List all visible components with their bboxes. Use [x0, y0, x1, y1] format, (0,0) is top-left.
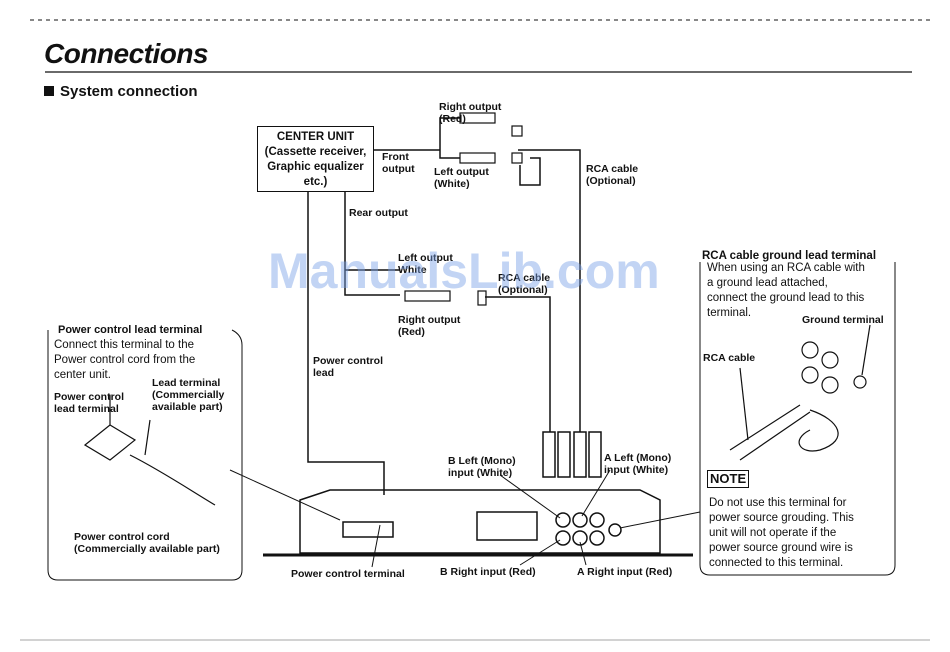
center-unit-box: CENTER UNIT (Cassette receiver, Graphic …	[257, 126, 374, 192]
center-unit-line: Graphic equalizer	[267, 161, 364, 173]
left-output-mid-label: Left output White	[398, 252, 453, 276]
a-right-input-label: A Right input (Red)	[577, 566, 673, 578]
section-heading-text: System connection	[60, 83, 198, 100]
front-output-label: Front output	[382, 151, 415, 175]
rca-cable-front-a	[518, 149, 581, 432]
rca-cable-optional-mid-label: RCA cable (Optional)	[498, 272, 551, 296]
right-box-heading: RCA cable ground lead terminal	[702, 250, 877, 262]
rca-plugs-top	[404, 112, 523, 306]
rca-cable-optional-label: RCA cable (Optional)	[586, 163, 639, 187]
b-right-input-label: B Right input (Red)	[440, 566, 536, 578]
center-unit-line: CENTER UNIT	[276, 131, 355, 143]
rca-cable-rear-b	[485, 296, 551, 432]
center-unit-line: (Cassette receiver,	[264, 146, 367, 158]
note-label: NOTE	[707, 470, 750, 488]
right-callout-box	[699, 262, 896, 576]
lead-terminal-label: Lead terminal (Commercially available pa…	[152, 377, 225, 413]
right-box-text: When using an RCA cable with a ground le…	[707, 262, 865, 319]
b-left-input-label: B Left (Mono) input (White)	[448, 455, 516, 479]
left-box-text: Connect this terminal to the Power contr…	[54, 339, 196, 381]
rca-cable-label: RCA cable	[703, 352, 756, 364]
section-heading: System connection	[44, 83, 198, 100]
pc-cord-label: Power control cord (Commercially availab…	[74, 531, 220, 555]
amplifier-body	[263, 489, 693, 557]
front-output-wire	[374, 117, 460, 159]
pc-lead-terminal-label: Power control lead terminal	[54, 391, 125, 415]
power-control-lead-label: Power control lead	[313, 355, 384, 379]
center-unit-line: etc.)	[303, 176, 328, 188]
left-box-heading: Power control lead terminal	[58, 324, 203, 336]
ground-terminal-label: Ground terminal	[802, 314, 884, 326]
note-text: Do not use this terminal for power sourc…	[709, 497, 854, 569]
square-bullet-icon	[44, 86, 54, 96]
a-left-input-label: A Left (Mono) input (White)	[604, 452, 672, 476]
watermark: ManualsLib.com	[268, 243, 660, 299]
power-control-lead-wire	[307, 192, 385, 495]
rear-output-label: Rear output	[349, 207, 408, 219]
right-output-top-label: Right output (Red)	[439, 101, 502, 125]
rear-output-wire	[344, 192, 400, 296]
left-callout-box	[47, 329, 243, 581]
right-output-mid-label: Right output (Red)	[398, 314, 461, 338]
power-control-terminal-label: Power control terminal	[291, 568, 405, 580]
ground-lead-detail	[729, 324, 871, 461]
left-output-top-label: Left output (White)	[434, 166, 489, 190]
rca-plugs-amp	[542, 431, 602, 478]
leader-lines	[229, 469, 701, 568]
power-lead-detail	[83, 395, 216, 506]
page-title: Connections	[44, 38, 209, 69]
